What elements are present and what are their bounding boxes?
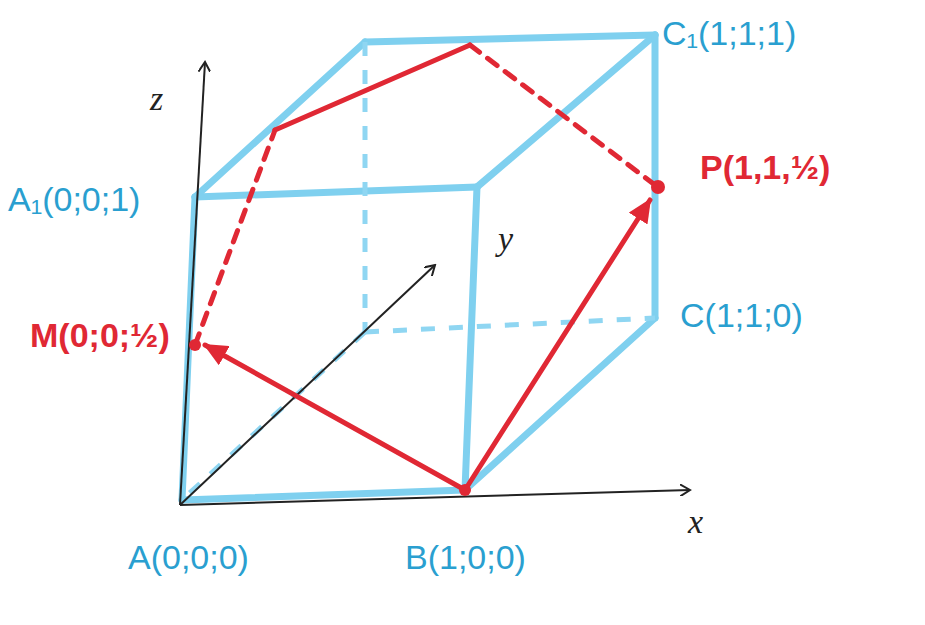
cube-edges: [182, 35, 655, 500]
point-label: A₁(0;0;1): [8, 182, 140, 216]
point-b: [459, 484, 471, 496]
section-lines: [195, 45, 655, 490]
axis-label: z: [150, 82, 163, 116]
axis-label: x: [688, 505, 703, 539]
point-label: C₁(1;1;1): [662, 16, 796, 50]
point-label: B(1;0;0): [405, 540, 526, 574]
hidden-edges: [182, 42, 655, 500]
point-label: C(1;1;0): [680, 298, 803, 332]
point-label: M(0;0;½): [30, 318, 170, 352]
axes: [180, 62, 690, 505]
point-label: P(1,1,½): [700, 150, 830, 184]
point-m: [189, 339, 201, 351]
point-label: A(0;0;0): [128, 540, 249, 574]
point-p: [651, 180, 665, 194]
axis-label: y: [498, 222, 513, 256]
